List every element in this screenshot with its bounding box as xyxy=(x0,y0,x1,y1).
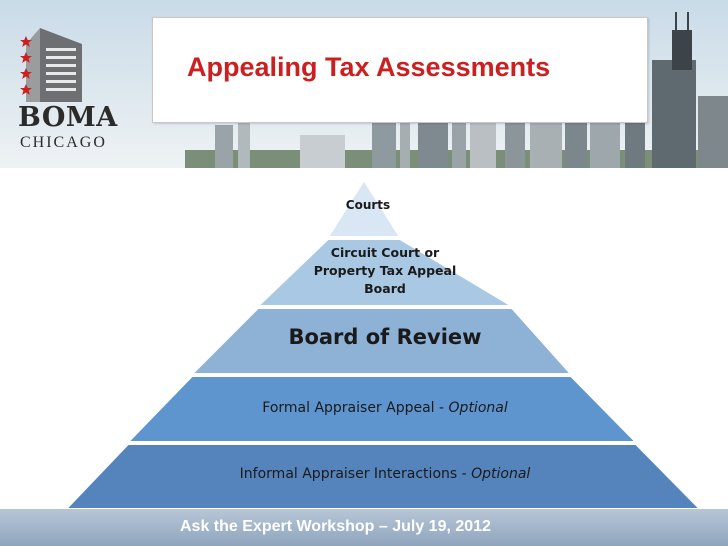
building-logo-icon xyxy=(20,28,82,102)
footer-bar: Ask the Expert Workshop – July 19, 2012 xyxy=(0,509,728,546)
tier-label-circuit-court: Circuit Court or Property Tax Appeal Boa… xyxy=(290,244,480,298)
tier-courts xyxy=(326,178,402,238)
tier-label-formal-appeal: Formal Appraiser Appeal - Optional xyxy=(150,400,620,416)
header-banner: BOMA CHICAGO Appealing Tax Assessments xyxy=(0,0,728,168)
star-icon xyxy=(20,36,32,95)
logo-city: CHICAGO xyxy=(20,134,107,151)
tier-board-of-review xyxy=(189,307,574,375)
tier-label-text: Formal Appraiser Appeal - xyxy=(262,400,449,416)
logo-wordmark: BOMA xyxy=(18,102,118,133)
tier-label-board-of-review: Board of Review xyxy=(288,325,482,349)
tier-label-line: Board xyxy=(364,281,406,296)
optional-tag: Optional xyxy=(471,466,531,482)
footer-text: Ask the Expert Workshop – July 19, 2012 xyxy=(180,518,491,535)
tier-label-line: Property Tax Appeal xyxy=(313,263,457,278)
tier-label-courts: Courts xyxy=(345,198,391,212)
boma-chicago-logo: BOMA CHICAGO xyxy=(18,22,138,152)
tier-circuit-court xyxy=(255,238,516,307)
optional-tag: Optional xyxy=(448,400,508,416)
tier-label-line: Circuit Court or xyxy=(330,245,440,260)
tier-label-informal-interactions: Informal Appraiser Interactions - Option… xyxy=(110,466,660,482)
tier-label-text: Informal Appraiser Interactions - xyxy=(239,466,472,482)
page-title: Appealing Tax Assessments xyxy=(187,52,551,82)
title-box: Appealing Tax Assessments xyxy=(152,17,648,123)
tier-formal-appeal xyxy=(125,375,639,443)
